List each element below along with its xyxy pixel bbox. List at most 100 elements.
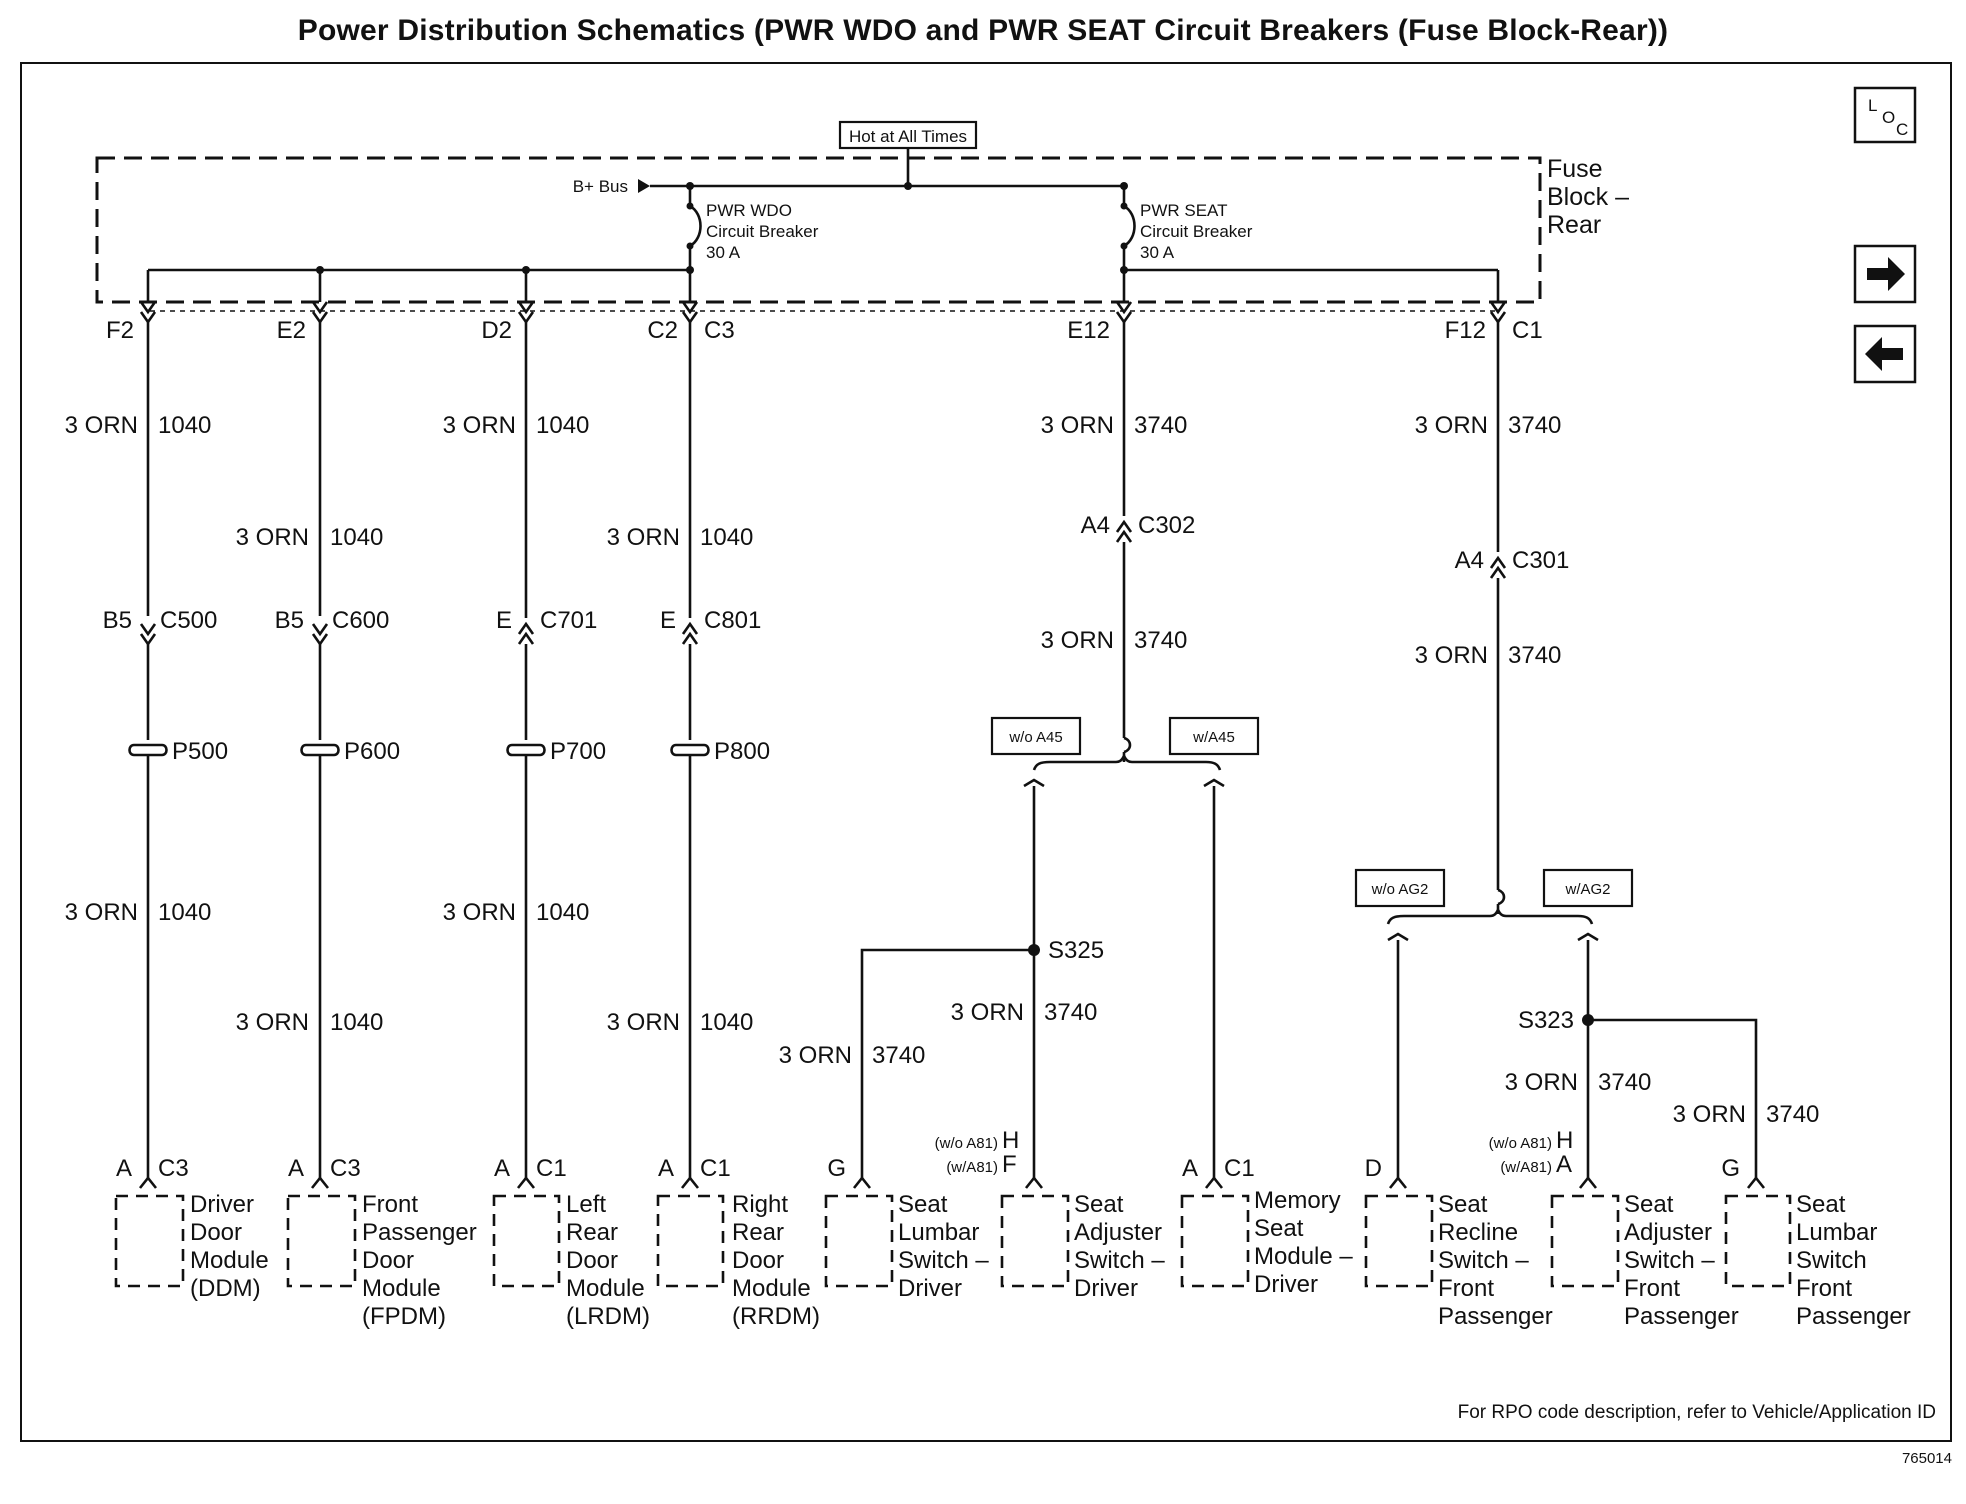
component-label-line: Switch – bbox=[1438, 1247, 1529, 1274]
component-lrdm[interactable]: Left Rear Door Module (LRDM) bbox=[492, 1191, 650, 1330]
circuit-label: 3740 bbox=[1598, 1069, 1651, 1096]
component-label-line: Switch bbox=[1796, 1247, 1867, 1274]
component-seat-adjuster-passenger[interactable]: Seat Adjuster Switch – Front Passenger bbox=[1550, 1191, 1739, 1330]
component-rrdm[interactable]: Right Rear Door Module (RRDM) bbox=[656, 1191, 820, 1330]
component-pin: D bbox=[1365, 1155, 1382, 1182]
pass-through-label: P800 bbox=[714, 738, 770, 765]
option-a81-label: (w/o A81) bbox=[935, 1135, 998, 1152]
breaker-wdo-line1: PWR WDO bbox=[706, 201, 792, 220]
breaker-seat-line3: 30 A bbox=[1140, 243, 1175, 262]
circuit-label: 1040 bbox=[536, 899, 589, 926]
wire-label: 3 ORN bbox=[65, 412, 138, 439]
connector-pin: B5 bbox=[103, 607, 132, 634]
option-label: w/o AG2 bbox=[1371, 881, 1429, 898]
component-pin: H bbox=[1556, 1127, 1573, 1154]
component-seat-adjuster-driver[interactable]: Seat Adjuster Switch – Driver bbox=[1000, 1191, 1165, 1302]
wire-label: 3 ORN bbox=[236, 1009, 309, 1036]
loc-button[interactable]: L O C bbox=[1853, 86, 1917, 144]
wire-label: 3 ORN bbox=[236, 524, 309, 551]
component-label-line: Switch – bbox=[1074, 1247, 1165, 1274]
branch-ddm: F2 3 ORN 1040 B5 C500 P500 3 ORN 1040 A … bbox=[65, 300, 228, 1190]
breaker-wdo-line3: 30 A bbox=[706, 243, 741, 262]
loc-icon-o: O bbox=[1882, 108, 1895, 127]
component-pin: A bbox=[288, 1155, 304, 1182]
loc-icon-c: C bbox=[1896, 120, 1908, 139]
wire-label: 3 ORN bbox=[951, 999, 1024, 1026]
fuse-block-rear: Hot at All Times B+ Bus Fuse Block – Rea… bbox=[95, 120, 1629, 312]
pass-through-label: P700 bbox=[550, 738, 606, 765]
bus-arrow-icon bbox=[638, 179, 650, 193]
component-label-line: Door bbox=[732, 1247, 784, 1274]
component-pin: A bbox=[658, 1155, 674, 1182]
branch-fpdm: E2 3 ORN 1040 B5 C600 P600 3 ORN 1040 A … bbox=[236, 300, 400, 1190]
component-label-line: (FPDM) bbox=[362, 1303, 446, 1330]
connector-name: C600 bbox=[332, 607, 389, 634]
wire-label: 3 ORN bbox=[607, 524, 680, 551]
circuit-label: 3740 bbox=[1134, 627, 1187, 654]
component-connector: C1 bbox=[1224, 1155, 1255, 1182]
circuit-label: 1040 bbox=[700, 524, 753, 551]
arrow-right-icon bbox=[1867, 257, 1905, 291]
component-label-line: Passenger bbox=[1438, 1303, 1553, 1330]
option-box-w-ag2 bbox=[1542, 868, 1634, 908]
next-page-button[interactable] bbox=[1853, 244, 1917, 304]
component-label-line: Seat bbox=[898, 1191, 948, 1218]
component-ddm[interactable]: Driver Door Module (DDM) bbox=[114, 1191, 269, 1302]
component-seat-lumbar-driver[interactable]: Seat Lumbar Switch – Driver bbox=[824, 1191, 989, 1302]
circuit-label: 1040 bbox=[700, 1009, 753, 1036]
component-label-line: Lumbar bbox=[898, 1219, 979, 1246]
wire-label: 3 ORN bbox=[1673, 1101, 1746, 1128]
pin-e12: E12 bbox=[1067, 317, 1110, 344]
component-label-line: Module – bbox=[1254, 1243, 1353, 1270]
component-memory-seat-module[interactable]: Memory Seat Module – Driver bbox=[1180, 1187, 1353, 1298]
component-label-line: Lumbar bbox=[1796, 1219, 1877, 1246]
component-seat-lumbar-passenger[interactable]: Seat Lumbar Switch Front Passenger bbox=[1724, 1191, 1911, 1330]
wire-label: 3 ORN bbox=[443, 412, 516, 439]
connector-pin: E bbox=[496, 607, 512, 634]
pin-c3: C3 bbox=[704, 317, 735, 344]
connector-pin: A4 bbox=[1455, 547, 1484, 574]
circuit-label: 3740 bbox=[1766, 1101, 1819, 1128]
connector-pin: A4 bbox=[1081, 512, 1110, 539]
wire-label: 3 ORN bbox=[1415, 412, 1488, 439]
splice-label: S323 bbox=[1518, 1007, 1574, 1034]
pin-f2: F2 bbox=[106, 317, 134, 344]
component-label-line: Passenger bbox=[362, 1219, 477, 1246]
component-fpdm[interactable]: Front Passenger Door Module (FPDM) bbox=[286, 1191, 477, 1330]
breaker-wdo-line2: Circuit Breaker bbox=[706, 222, 819, 241]
component-label-line: Seat bbox=[1074, 1191, 1124, 1218]
footnote: For RPO code description, refer to Vehic… bbox=[1458, 1402, 1936, 1423]
component-pin: H bbox=[1002, 1127, 1019, 1154]
pwr-seat-breaker: PWR SEAT Circuit Breaker 30 A bbox=[1120, 182, 1253, 270]
component-connector: C3 bbox=[330, 1155, 361, 1182]
circuit-label: 1040 bbox=[536, 412, 589, 439]
prev-page-button[interactable] bbox=[1853, 324, 1917, 384]
component-label-line: Passenger bbox=[1624, 1303, 1739, 1330]
wire-label: 3 ORN bbox=[1415, 642, 1488, 669]
component-pin: A bbox=[494, 1155, 510, 1182]
connector-pin: E bbox=[660, 607, 676, 634]
component-pin: G bbox=[827, 1155, 846, 1182]
component-label-line: Right bbox=[732, 1191, 788, 1218]
option-box-wo-ag2 bbox=[1354, 868, 1446, 908]
wire-label: 3 ORN bbox=[65, 899, 138, 926]
component-label-line: Memory bbox=[1254, 1187, 1341, 1214]
component-label-line: Adjuster bbox=[1624, 1219, 1712, 1246]
bus-label: B+ Bus bbox=[573, 177, 628, 196]
connector-pin: B5 bbox=[275, 607, 304, 634]
component-pin: A bbox=[1556, 1151, 1572, 1178]
pin-f12: F12 bbox=[1445, 317, 1486, 344]
branch-lrdm: D2 3 ORN 1040 E C701 P700 3 ORN 1040 A C… bbox=[443, 300, 606, 1190]
component-label-line: Seat bbox=[1796, 1191, 1846, 1218]
component-pin: A bbox=[1182, 1155, 1198, 1182]
component-label-line: (DDM) bbox=[190, 1275, 261, 1302]
diagram-frame bbox=[20, 62, 1952, 1442]
pin-d2: D2 bbox=[481, 317, 512, 344]
pass-through-label: P500 bbox=[172, 738, 228, 765]
option-box-wo-a45 bbox=[990, 716, 1082, 756]
component-label-line: Adjuster bbox=[1074, 1219, 1162, 1246]
component-seat-recline-passenger[interactable]: Seat Recline Switch – Front Passenger bbox=[1364, 1191, 1553, 1330]
branch-f12: F12 C1 3 ORN 3740 A4 C301 3 ORN 3740 w/o… bbox=[1354, 300, 1819, 1190]
connector-name: C301 bbox=[1512, 547, 1569, 574]
component-label-line: Door bbox=[566, 1247, 618, 1274]
